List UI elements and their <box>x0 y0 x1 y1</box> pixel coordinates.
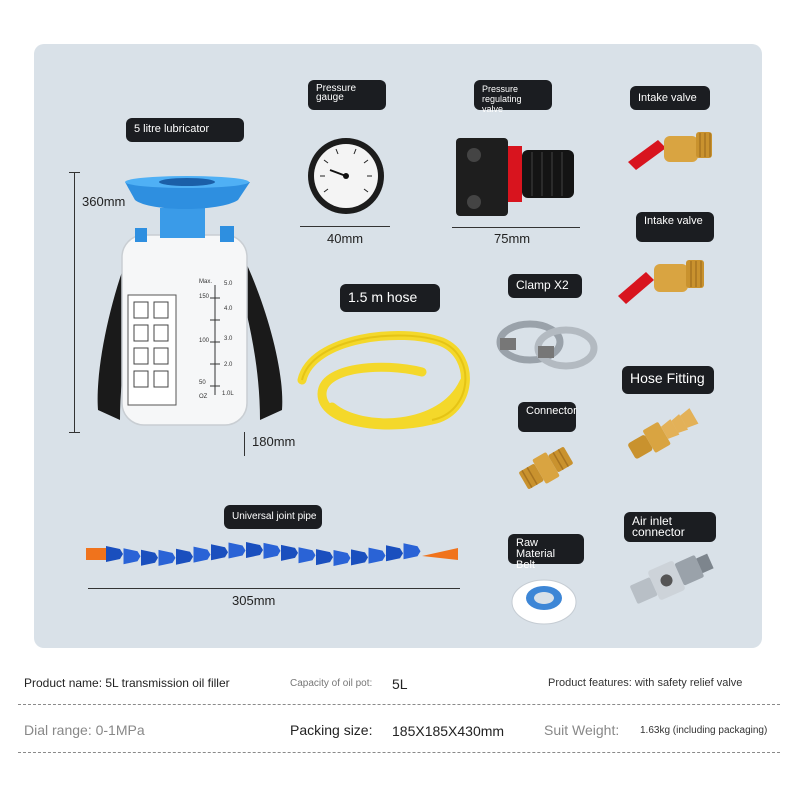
product-name-text: Product name: 5L transmission oil filler <box>24 676 230 690</box>
raw-material-belt-label: Raw Material Belt <box>508 534 584 571</box>
pipe-segment <box>333 549 351 566</box>
pipe-dimension-text: 305mm <box>232 593 276 608</box>
gauge-dimension-line <box>300 226 390 227</box>
pipe-dimension-line <box>88 588 460 589</box>
bottle-oz-label: OZ <box>199 394 208 400</box>
pipe-segment <box>228 542 246 559</box>
pipe-segment <box>193 546 211 563</box>
bottle-l-40: 4.0 <box>224 306 233 312</box>
lubricator-bottle-image <box>97 176 283 426</box>
regulating-valve-image <box>456 138 574 216</box>
pressure-gauge-label: Pressure gauge <box>308 80 386 110</box>
pressure-gauge-image <box>308 138 384 214</box>
intake-valve-image-2 <box>618 260 704 304</box>
pipe-segment <box>211 544 228 561</box>
intake-valve-label-2: Intake valve <box>636 212 714 242</box>
pipe-segment <box>106 546 123 562</box>
width-dimension-text: 180mm <box>252 434 296 449</box>
hose-fitting-label: Hose Fitting <box>622 366 714 394</box>
capacity-label: Capacity of oil pot: <box>290 678 373 689</box>
pipe-segment <box>403 543 421 560</box>
bottle-l-10: 1.0L <box>222 391 234 397</box>
spec-divider-bottom <box>18 752 780 753</box>
bottle-oz-150: 150 <box>199 294 210 300</box>
air-inlet-label: Air inlet connector <box>624 512 716 542</box>
intake-valve-label-1: Intake valve <box>630 86 710 110</box>
pipe-segment <box>351 549 368 566</box>
gauge-dimension-text: 40mm <box>327 231 364 246</box>
dial-range-text: Dial range: 0-1MPa <box>24 722 145 738</box>
valve-dimension-text: 75mm <box>494 231 531 246</box>
bottle-oz-100: 100 <box>199 338 210 344</box>
pipe-segment <box>123 548 141 565</box>
hose-fitting-image <box>628 408 699 459</box>
bottle-oz-50: 50 <box>199 380 206 386</box>
width-dimension-line <box>244 432 245 456</box>
packing-size-label: Packing size: <box>290 722 373 738</box>
yellow-hose-image <box>297 330 470 430</box>
pipe-segment <box>281 544 298 561</box>
height-dimension-text: 360mm <box>82 194 126 209</box>
clamp-image <box>496 320 598 370</box>
bottle-l-30: 3.0 <box>224 336 233 342</box>
suit-weight-value: 1.63kg (including packaging) <box>640 725 768 736</box>
pipe-segment <box>176 548 193 565</box>
height-dimension-tick-bottom <box>69 432 80 433</box>
pipe-segment <box>386 545 403 562</box>
height-dimension-line <box>74 172 75 432</box>
pipe-segment <box>368 547 386 564</box>
bottle-l-20: 2.0 <box>224 362 233 368</box>
regulating-valve-label: Pressure regulating valve <box>474 80 552 114</box>
bottle-max-label: Max. <box>199 279 213 285</box>
universal-joint-pipe-image <box>86 542 458 566</box>
pipe-segment <box>316 549 333 566</box>
pipe-segment <box>158 549 176 566</box>
suit-weight-label: Suit Weight: <box>544 722 620 738</box>
product-features-text: Product features: with safety relief val… <box>548 677 743 689</box>
pipe-segment <box>298 547 316 564</box>
height-dimension-tick-top <box>69 172 80 173</box>
packing-size-value: 185X185X430mm <box>392 723 505 739</box>
capacity-value: 5L <box>392 676 408 692</box>
intake-valve-image-1 <box>628 132 712 170</box>
spec-divider-top <box>18 704 780 705</box>
air-inlet-connector-image <box>630 553 714 604</box>
connector-label: Connector <box>518 402 577 432</box>
universal-pipe-label: Universal joint pipe <box>224 505 322 529</box>
lubricator-label: 5 litre lubricator <box>126 118 244 142</box>
pipe-segment <box>246 542 263 559</box>
valve-dimension-line <box>452 227 580 228</box>
connector-image <box>519 447 573 489</box>
pipe-segment <box>263 542 281 559</box>
pipe-segment <box>141 549 158 566</box>
clamp-label: Clamp X2 <box>508 274 582 298</box>
bottle-l-50: 5.0 <box>224 281 233 287</box>
raw-material-belt-image <box>511 579 577 625</box>
hose-label: 1.5 m hose <box>340 284 440 312</box>
